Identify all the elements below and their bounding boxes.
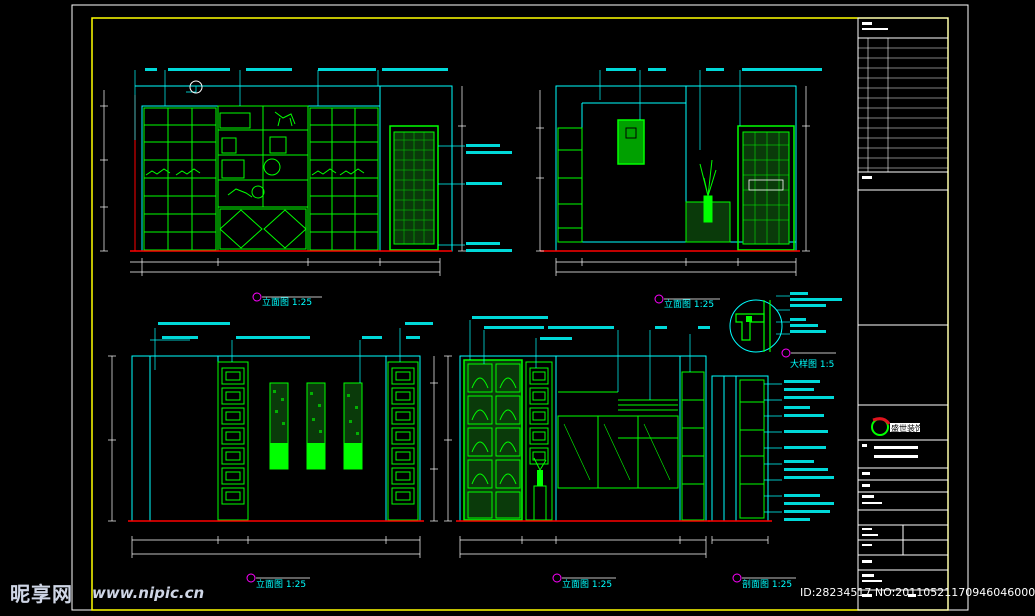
side-cabinet-vase	[685, 159, 731, 243]
company-logo: 盛世装饰	[871, 417, 923, 436]
watermark-image-id: ID:28234517 NO:20110521170946046000	[800, 586, 1035, 599]
view-3-scale: 立面图 1:25	[256, 578, 306, 590]
wall-picture	[617, 119, 645, 165]
bookshelf-left	[143, 107, 217, 251]
pedestal-vase	[533, 457, 547, 521]
view-6-section: 剖面图 1:25	[708, 375, 796, 590]
logo-name: 盛世装饰	[891, 423, 923, 433]
lattice-column-left	[217, 361, 249, 521]
light-panels	[269, 382, 363, 470]
title-block	[857, 17, 949, 611]
carved-panel-wall	[463, 359, 523, 521]
view-6-scale: 剖面图 1:25	[742, 578, 792, 590]
view-1-scale: 立面图 1:25	[262, 296, 312, 308]
side-shelving	[557, 127, 583, 243]
view-4-scale: 立面图 1:25	[562, 578, 612, 590]
lattice-column-right	[387, 361, 419, 521]
view-2-scale: 立面图 1:25	[664, 298, 714, 310]
view-5-detail: 大样图 1:5	[729, 295, 836, 370]
bookshelf-right	[309, 107, 379, 251]
lattice-column-v4	[525, 361, 553, 521]
leader-lines-v1	[134, 70, 465, 246]
door-panel-1	[389, 125, 439, 251]
view-1-elevation: 立面图 1:25	[100, 70, 466, 308]
view-3-elevation: 立面图 1:25	[108, 328, 438, 590]
right-shelving-v4	[681, 371, 705, 521]
view-2-elevation: 立面图 1:25	[536, 70, 810, 310]
annotation-marks	[145, 68, 842, 521]
view-5-scale: 大样图 1:5	[790, 358, 834, 370]
door-panel-2	[737, 125, 795, 251]
watermark-site-name: 昵享网	[10, 582, 73, 606]
watermark-url: www.nipic.cn	[92, 584, 205, 602]
glass-cabinet	[557, 391, 679, 489]
title-block-text-marks	[862, 22, 918, 597]
view-4-elevation: 立面图 1:25	[444, 320, 710, 590]
